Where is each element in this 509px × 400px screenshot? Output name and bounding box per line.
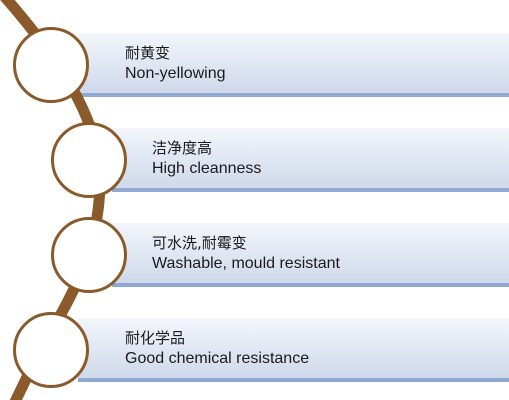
feature-title-en: High cleanness — [152, 160, 262, 177]
timeline-node — [13, 27, 89, 103]
feature-label: 洁净度高 High cleanness — [152, 128, 261, 177]
feature-label: 耐化学品 Good chemical resistance — [125, 318, 309, 367]
feature-band-washable: 可水洗,耐霉变 Washable, mould resistant — [112, 223, 509, 287]
feature-title-cn: 可水洗,耐霉变 — [152, 234, 247, 252]
feature-title-en: Washable, mould resistant — [152, 255, 340, 272]
feature-label: 耐黄变 Non-yellowing — [125, 33, 226, 82]
feature-band-chemical-resistance: 耐化学品 Good chemical resistance — [78, 318, 509, 382]
feature-title-cn: 耐黄变 — [125, 44, 171, 62]
timeline-node — [13, 312, 89, 388]
feature-band-high-cleanness: 洁净度高 High cleanness — [112, 128, 509, 192]
feature-title-cn: 耐化学品 — [125, 329, 186, 347]
feature-title-en: Good chemical resistance — [125, 350, 310, 367]
timeline-node — [51, 217, 127, 293]
feature-title-en: Non-yellowing — [125, 65, 226, 82]
timeline-node — [51, 122, 127, 198]
feature-band-non-yellowing: 耐黄变 Non-yellowing — [78, 33, 509, 97]
feature-label: 可水洗,耐霉变 Washable, mould resistant — [152, 223, 340, 272]
feature-title-cn: 洁净度高 — [152, 139, 213, 157]
